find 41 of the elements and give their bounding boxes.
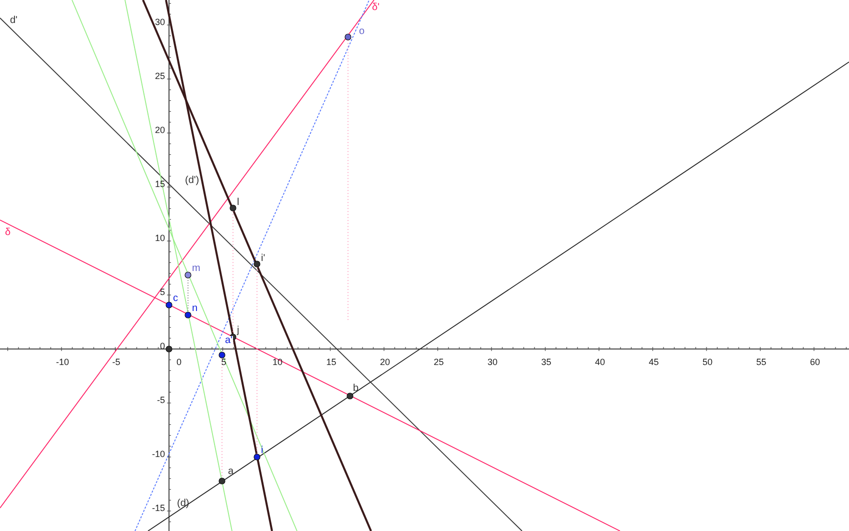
axis-tick-label: 50 bbox=[701, 357, 714, 367]
axis-tick-label: 15 bbox=[154, 179, 165, 189]
axis-tick-label: 55 bbox=[755, 357, 768, 367]
point-label: i bbox=[261, 446, 264, 456]
point-label: a' bbox=[224, 336, 234, 346]
axis-tick-label: 30 bbox=[154, 17, 165, 27]
axis-tick-label: 15 bbox=[325, 357, 338, 367]
axis-tick-label: -10 bbox=[152, 449, 165, 459]
axis-tick-label: -5 bbox=[156, 395, 165, 405]
line-label: δ' bbox=[372, 3, 380, 13]
point-label: l bbox=[237, 198, 240, 208]
axis-tick-label: 5 bbox=[160, 287, 165, 297]
axis-tick-label: -10 bbox=[56, 357, 70, 367]
axis-tick-label: 10 bbox=[154, 233, 165, 243]
line-label: (d) bbox=[177, 499, 190, 509]
axis-tick-label: 30 bbox=[486, 357, 498, 367]
point-label: a bbox=[228, 467, 234, 477]
axis-tick-label: -5 bbox=[111, 357, 122, 367]
axis-tick-label: 45 bbox=[648, 357, 660, 367]
axis-tick-label: 20 bbox=[378, 357, 391, 367]
point-label: b bbox=[353, 384, 359, 394]
axis-tick-label: 0 bbox=[160, 341, 165, 351]
line-label: (d') bbox=[185, 176, 200, 186]
point-label: i' bbox=[261, 254, 266, 264]
axis-tick-label: 10 bbox=[271, 357, 284, 367]
point-label: c bbox=[173, 294, 178, 304]
axis-tick-label: 20 bbox=[154, 125, 165, 135]
point-label: j bbox=[237, 326, 240, 336]
axis-tick-label: 5 bbox=[220, 357, 228, 367]
line-label: δ bbox=[5, 228, 11, 238]
point-label: m bbox=[192, 264, 200, 274]
axis-tick-label: 0 bbox=[175, 357, 182, 367]
line-label: d' bbox=[10, 16, 18, 26]
axis-tick-label: 60 bbox=[808, 357, 821, 367]
point-label: o bbox=[359, 27, 365, 37]
axis-tick-label: 40 bbox=[594, 357, 606, 367]
axis-tick-label: 25 bbox=[154, 71, 165, 81]
axis-tick-label: 35 bbox=[540, 357, 552, 367]
axis-tick-label: 25 bbox=[432, 357, 445, 367]
axis-tick-label: -15 bbox=[152, 503, 165, 513]
point-label: n bbox=[192, 304, 198, 314]
